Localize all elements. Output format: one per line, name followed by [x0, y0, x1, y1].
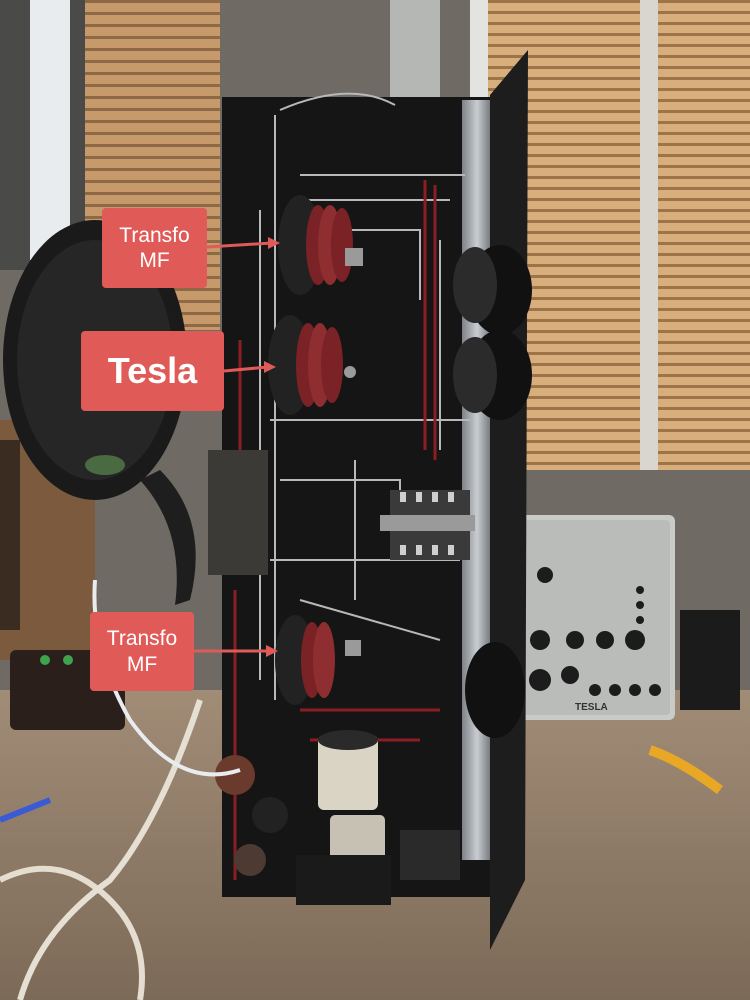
coil-transfo-bottom	[275, 615, 361, 705]
callout-arrows	[194, 237, 280, 657]
bottom-components	[215, 730, 460, 905]
callout-tesla: Tesla	[81, 331, 224, 411]
radio-chassis	[208, 50, 532, 950]
callout-transfo-mf-bottom: Transfo MF	[90, 612, 194, 691]
cables	[0, 579, 723, 1000]
coil-transfo-top	[278, 195, 363, 295]
brand-label: TESLA	[575, 702, 608, 713]
test-equipment: TESLA	[505, 515, 740, 720]
callout-transfo-mf-top: Transfo MF	[102, 208, 207, 288]
callout-transfo-mf-top-text: Transfo MF	[119, 223, 190, 272]
rotary-switch	[380, 490, 475, 560]
callout-transfo-mf-bottom-text: Transfo MF	[106, 627, 178, 676]
coil-tesla	[268, 315, 356, 415]
callout-tesla-text: Tesla	[107, 350, 198, 392]
